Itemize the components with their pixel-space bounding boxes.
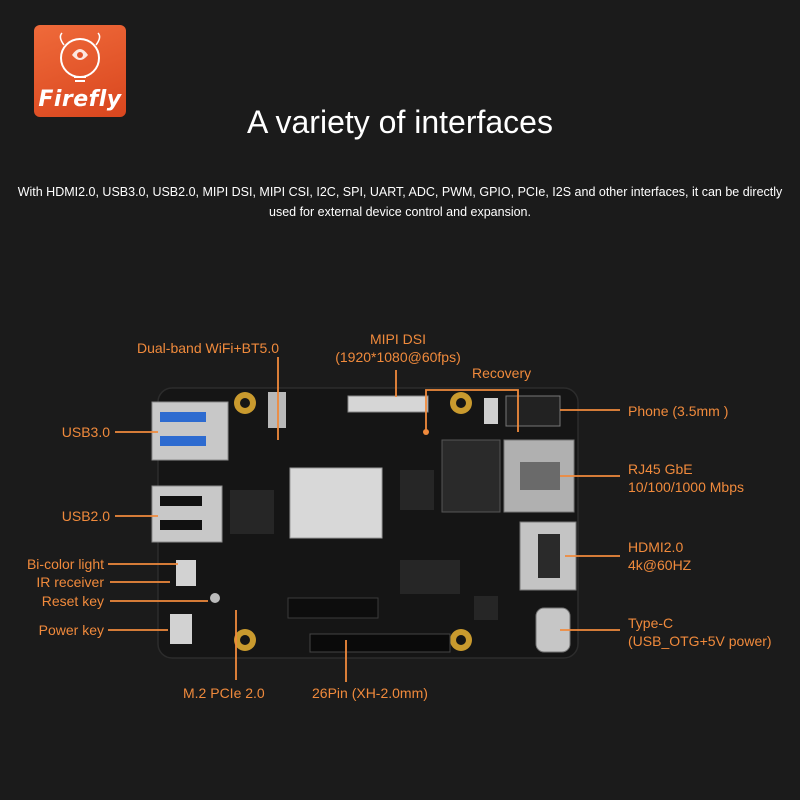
description-line-2: used for external device control and exp… <box>269 205 531 219</box>
leader-dots <box>423 429 429 435</box>
label-recovery: Recovery <box>472 365 532 381</box>
label-wifi: Dual-band WiFi+BT5.0 <box>137 340 280 356</box>
misc-chips <box>230 470 498 620</box>
wifi-connector <box>268 392 286 428</box>
m2-slot <box>287 597 379 619</box>
label-mipi-dsi: MIPI DSI (1920*1080@60fps) <box>318 330 478 366</box>
wifi-module <box>441 439 501 513</box>
label-mipi-dsi-line2: (1920*1080@60fps) <box>335 349 461 365</box>
recovery-button <box>484 398 498 424</box>
soc-heat-spreader <box>289 467 383 539</box>
power-button <box>170 614 192 644</box>
label-26pin: 26Pin (XH-2.0mm) <box>312 685 428 701</box>
label-ir-receiver: IR receiver <box>36 574 104 590</box>
page-description: With HDMI2.0, USB3.0, USB2.0, MIPI DSI, … <box>0 182 800 222</box>
firefly-lightbulb-icon <box>59 32 101 82</box>
description-line-1: With HDMI2.0, USB3.0, USB2.0, MIPI DSI, … <box>17 185 783 199</box>
label-typec-line2: (USB_OTG+5V power) <box>628 633 772 649</box>
mounting-holes <box>234 392 472 651</box>
label-rj45-line1: RJ45 GbE <box>628 461 693 477</box>
firefly-logo: Firefly <box>34 25 126 117</box>
label-typec-line1: Type-C <box>628 615 674 631</box>
label-rj45: RJ45 GbE 10/100/1000 Mbps <box>628 460 744 496</box>
usb3-port <box>151 401 229 461</box>
label-reset-key: Reset key <box>41 593 104 609</box>
phone-jack <box>505 395 561 427</box>
label-typec: Type-C (USB_OTG+5V power) <box>628 614 772 650</box>
hdmi-port <box>519 521 577 591</box>
pin-header <box>309 633 451 653</box>
label-mipi-dsi-line1: MIPI DSI <box>369 331 426 347</box>
label-rj45-line2: 10/100/1000 Mbps <box>628 479 744 495</box>
bicolor-light <box>176 560 196 586</box>
page-title: A variety of interfaces <box>247 104 553 140</box>
logo-text: Firefly <box>38 87 122 112</box>
leader-lines <box>108 357 620 682</box>
label-m2-pcie: M.2 PCIe 2.0 <box>183 685 265 701</box>
label-bicolor-light: Bi-color light <box>26 556 104 572</box>
reset-button <box>210 593 220 603</box>
label-hdmi-line2: 4k@60HZ <box>628 557 692 573</box>
label-usb3: USB3.0 <box>61 424 110 440</box>
label-power-key: Power key <box>38 622 104 638</box>
label-hdmi: HDMI2.0 4k@60HZ <box>628 538 691 574</box>
label-usb2: USB2.0 <box>61 508 110 524</box>
usb2-port <box>151 485 223 543</box>
label-phone: Phone (3.5mm ) <box>628 403 729 419</box>
label-hdmi-line1: HDMI2.0 <box>628 539 684 555</box>
mipi-dsi-connector <box>347 395 429 413</box>
